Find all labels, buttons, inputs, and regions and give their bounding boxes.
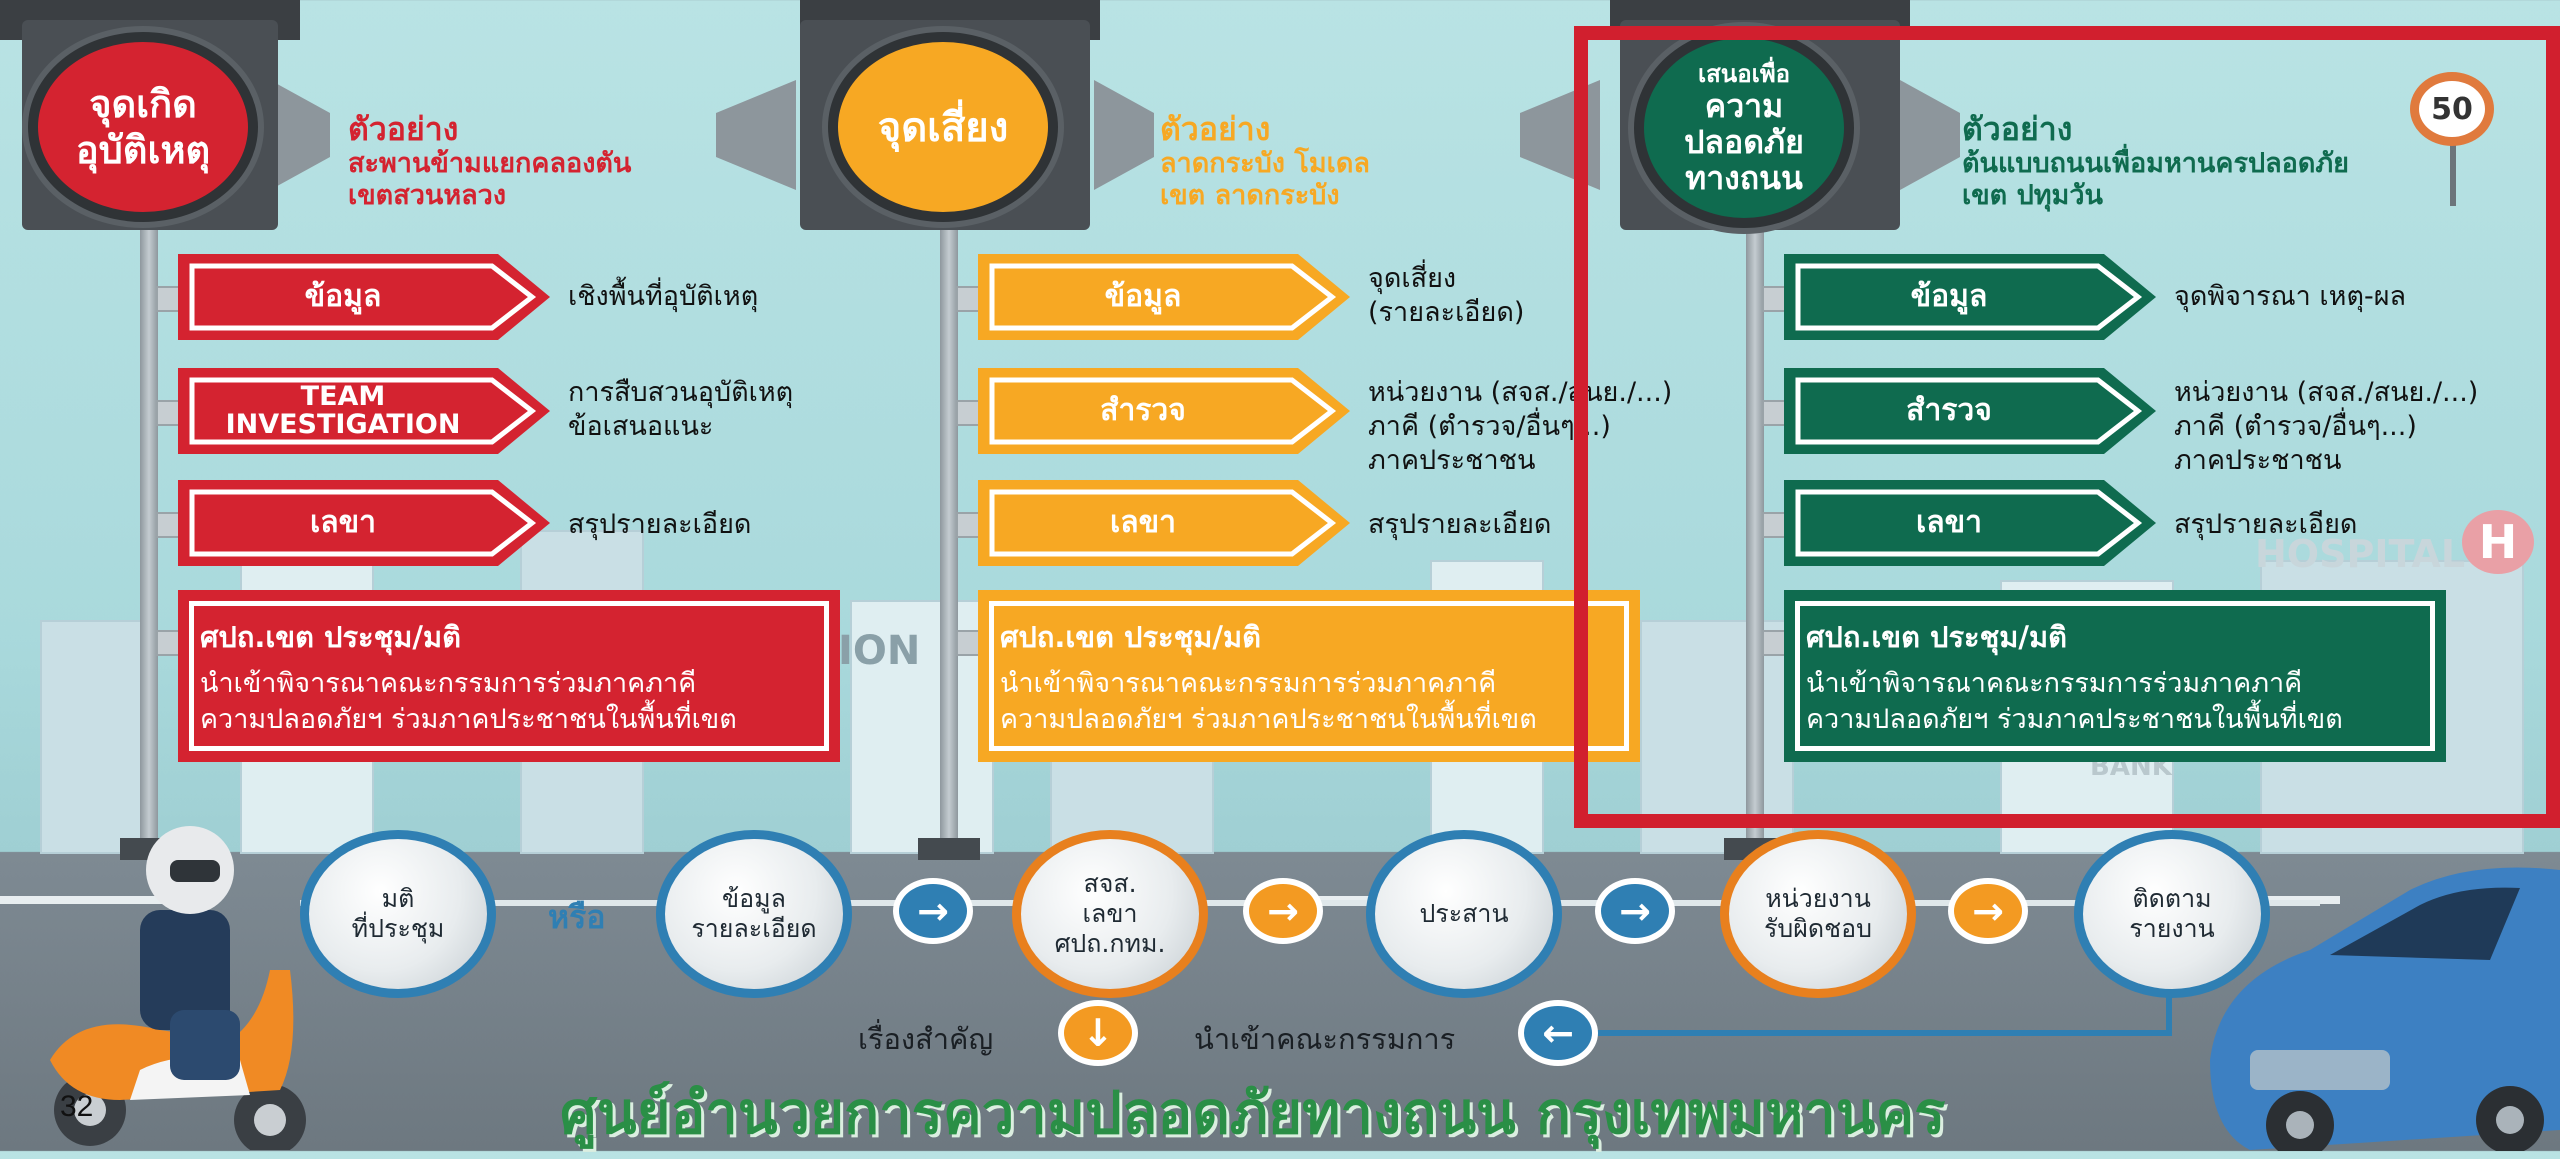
node-line: หน่วยงาน bbox=[1765, 884, 1871, 913]
sign-label: ข้อมูล bbox=[1910, 279, 1988, 314]
flow-node-details: ข้อมูลรายละเอียด bbox=[665, 839, 843, 989]
box-line: นำเข้าพิจารณาคณะกรรมการร่วมภาคภาคี bbox=[200, 668, 697, 699]
node-line: ติดตาม bbox=[2132, 884, 2212, 913]
head-line: ปลอดภัย bbox=[1684, 123, 1804, 161]
head-line: เสนอเพื่อ bbox=[1697, 60, 1791, 88]
accident-point-head: จุดเกิด อุบัติเหตุ bbox=[28, 32, 258, 222]
sign-desc: ภาคี (ตำรวจ/อื่นๆ...) bbox=[2174, 411, 2417, 442]
flow-node-follow-up: ติดตามรายงาน bbox=[2083, 839, 2261, 989]
node-line: ข้อมูล bbox=[722, 884, 786, 913]
speed-limit-sign: 50 bbox=[2410, 72, 2494, 146]
node-line: สจส. bbox=[1083, 869, 1137, 898]
important-label: เรื่องสำคัญ bbox=[858, 1022, 994, 1056]
car-icon bbox=[2210, 867, 2560, 1151]
sign-label: สำรวจ bbox=[1100, 393, 1186, 428]
sign-desc: จุดพิจารณา เหตุ-ผล bbox=[2174, 281, 2407, 312]
head-line: จุดเกิด bbox=[89, 82, 197, 126]
example-line: เขต ลาดกระบัง bbox=[1160, 180, 1340, 211]
meeting-box: ศปถ.เขต ประชุม/มติ นำเข้าพิจารณาคณะกรรมก… bbox=[978, 590, 1640, 762]
box-line: นำเข้าพิจารณาคณะกรรมการร่วมภาคภาคี bbox=[1806, 668, 2303, 699]
sign-desc: การสืบสวนอุบัติเหตุ bbox=[568, 377, 794, 408]
example-title: ตัวอย่าง bbox=[348, 110, 459, 148]
sign-desc: จุดเสี่ยง bbox=[1368, 263, 1457, 294]
sign-desc: (รายละเอียด) bbox=[1368, 297, 1525, 328]
sign-desc: ข้อเสนอแนะ bbox=[568, 411, 714, 442]
node-line: เลขา bbox=[1082, 899, 1138, 928]
sign-label: เลขา bbox=[310, 505, 376, 540]
example-line: สะพานข้ามแยกคลองตัน bbox=[348, 148, 632, 179]
meeting-box: ศปถ.เขต ประชุม/มติ นำเข้าพิจารณาคณะกรรมก… bbox=[1784, 590, 2446, 762]
box-title: ศปถ.เขต ประชุม/มติ bbox=[200, 620, 461, 654]
head-line: ทางถนน bbox=[1685, 159, 1803, 197]
node-line: รับผิดชอบ bbox=[1763, 914, 1873, 943]
example-line: ลาดกระบัง โมเดล bbox=[1160, 148, 1370, 179]
flow-node-coordinate: ประสาน bbox=[1375, 839, 1553, 989]
example-line: เขตสวนหลวง bbox=[348, 180, 507, 211]
footer-title: ศูนย์อำนวยการความปลอดภัยทางถนน กรุงเทพมห… bbox=[560, 1079, 1946, 1147]
sign-label: TEAM INVESTIGATION bbox=[225, 381, 461, 440]
sign-desc: ภาคประชาชน bbox=[1368, 445, 1536, 476]
box-title: ศปถ.เขต ประชุม/มติ bbox=[1000, 620, 1261, 654]
sign-label: ข้อมูล bbox=[1104, 279, 1182, 314]
arrow-left-icon: ← bbox=[1518, 1000, 1598, 1066]
node-line: รายละเอียด bbox=[691, 914, 817, 943]
arrow-down-icon: ↓ bbox=[1058, 1000, 1138, 1066]
example-line: เขต ปทุมวัน bbox=[1962, 180, 2103, 211]
box-line: ความปลอดภัยฯ ร่วมภาคประชาชนในพื้นที่เขต bbox=[1806, 704, 2343, 735]
sign-label: เลขา bbox=[1916, 505, 1982, 540]
sign-desc: สรุปรายละเอียด bbox=[568, 509, 752, 540]
flow-node-resolution: มติที่ประชุม bbox=[309, 839, 487, 989]
box-line: ความปลอดภัยฯ ร่วมภาคประชาชนในพื้นที่เขต bbox=[1000, 704, 1537, 735]
sign-desc: หน่วยงาน (สจส./สนย./...) bbox=[1368, 377, 1673, 408]
sign-desc: เชิงพื้นที่อุบัติเหตุ bbox=[568, 281, 759, 312]
return-line bbox=[1596, 1030, 2172, 1036]
sign-desc: สรุปรายละเอียด bbox=[1368, 509, 1552, 540]
head-line: จุดเสี่ยง bbox=[877, 105, 1009, 151]
node-line: มติ bbox=[381, 884, 415, 913]
box-line: นำเข้าพิจารณาคณะกรรมการร่วมภาคภาคี bbox=[1000, 668, 1497, 699]
sign-desc: หน่วยงาน (สจส./สนย./...) bbox=[2174, 377, 2479, 408]
box-title: ศปถ.เขต ประชุม/มติ bbox=[1806, 620, 2067, 654]
hospital-h-icon: H bbox=[2462, 510, 2534, 574]
highlight-frame bbox=[1574, 26, 2560, 828]
or-label: หรือ bbox=[548, 898, 606, 936]
node-line: ศปถ.กทม. bbox=[1054, 929, 1166, 958]
box-line: ความปลอดภัยฯ ร่วมภาคประชาชนในพื้นที่เขต bbox=[200, 704, 737, 735]
node-line: รายงาน bbox=[2129, 914, 2215, 943]
committee-label: นำเข้าคณะกรรมการ bbox=[1194, 1022, 1456, 1056]
sign-desc: ภาคี (ตำรวจ/อื่นๆ...) bbox=[1368, 411, 1611, 442]
sign-desc: ภาคประชาชน bbox=[2174, 445, 2342, 476]
scooter-rider-icon bbox=[50, 826, 306, 1150]
flow-node-secretariat: สจส.เลขาศปถ.กทม. bbox=[1021, 839, 1199, 989]
meeting-box: ศปถ.เขต ประชุม/มติ นำเข้าพิจารณาคณะกรรมก… bbox=[178, 590, 840, 762]
hospital-sign: HOSPITAL bbox=[2255, 532, 2466, 576]
arrow-right-icon: → bbox=[1948, 878, 2028, 944]
risk-point-head: จุดเสี่ยง bbox=[828, 32, 1058, 222]
example-title: ตัวอย่าง bbox=[1160, 110, 1271, 148]
example-line: ต้นแบบถนนเพื่อมหานครปลอดภัย bbox=[1962, 148, 2350, 179]
head-line: อุบัติเหตุ bbox=[75, 128, 211, 172]
arrow-right-icon: → bbox=[893, 878, 973, 944]
ion-sign: ION bbox=[838, 628, 921, 674]
arrow-right-icon: → bbox=[1595, 878, 1675, 944]
node-line: ประสาน bbox=[1419, 899, 1509, 928]
flow-node-responsible-agency: หน่วยงานรับผิดชอบ bbox=[1729, 839, 1907, 989]
sign-label: เลขา bbox=[1110, 505, 1176, 540]
example-title: ตัวอย่าง bbox=[1962, 110, 2073, 148]
road-safety-head: เสนอเพื่อ ความ ปลอดภัย ทางถนน bbox=[1634, 28, 1854, 228]
sign-desc: สรุปรายละเอียด bbox=[2174, 509, 2358, 540]
head-line: ความ bbox=[1704, 87, 1784, 125]
sign-label: ข้อมูล bbox=[304, 279, 382, 314]
page-number: 32 bbox=[60, 1090, 94, 1123]
arrow-right-icon: → bbox=[1243, 878, 1323, 944]
sign-label: สำรวจ bbox=[1906, 393, 1992, 428]
node-line: ที่ประชุม bbox=[351, 914, 445, 943]
